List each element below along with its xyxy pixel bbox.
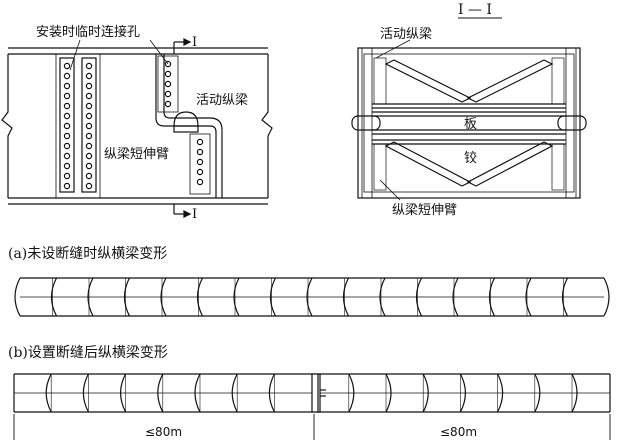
crossbeam-arc [82, 373, 89, 413]
bolt-hole [63, 112, 71, 120]
bolt-hole [85, 182, 93, 190]
crossbeam-arc [196, 277, 204, 317]
crossbeam-arc [385, 373, 392, 413]
crossbeam-arc [233, 277, 240, 317]
bolt-hole [85, 82, 93, 90]
bolt-hole [85, 152, 93, 160]
crossbeam-arc [160, 277, 167, 317]
bolt-hole [85, 62, 93, 70]
crossbeam-arc [459, 373, 466, 413]
short-arm-label-right: 纵梁短伸臂 [392, 203, 457, 218]
bolt-hole [85, 142, 93, 150]
temp-hole [164, 60, 172, 68]
crossbeam-arc [534, 373, 541, 413]
bolt-hole [85, 122, 93, 130]
bolt-hole [85, 172, 93, 180]
temp-hole [196, 148, 204, 156]
crossbeam-arc [45, 373, 52, 413]
bolt-hole [63, 142, 71, 150]
bolt-hole [63, 102, 71, 110]
temp-hole [196, 168, 204, 176]
crossbeam-arc [50, 277, 58, 317]
crossbeam-arc [157, 373, 164, 413]
hinge-label: 铰 [464, 151, 477, 166]
crossbeam-arc [488, 277, 496, 317]
temp-hole [164, 90, 172, 98]
crossbeam-arc [342, 277, 350, 317]
short-arm-label-left: 纵梁短伸臂 [104, 147, 169, 162]
beam-b [13, 373, 611, 413]
section-mark-bottom: I [192, 207, 197, 222]
section-mark-top: I [192, 35, 197, 50]
bolt-hole [63, 72, 71, 80]
crossbeam-arc [87, 277, 94, 317]
crossbeam-arc [497, 373, 504, 413]
bolt-holes [63, 62, 93, 190]
crossbeam-arc [525, 277, 532, 317]
dim-right: ≤80m [440, 425, 477, 439]
bolt-hole [63, 122, 71, 130]
crossbeam-arc [231, 373, 238, 413]
bolt-hole [63, 182, 71, 190]
bolt-hole [85, 102, 93, 110]
caption-a: (a)未设断缝时纵横梁变形 [8, 246, 167, 262]
crossbeam-arc [123, 277, 131, 317]
crossbeam-arc [422, 373, 429, 413]
bolt-hole [63, 62, 71, 70]
bolt-hole [63, 152, 71, 160]
crossbeam-arc [452, 277, 459, 317]
crossbeam-arc [268, 373, 275, 413]
bolt-hole [85, 132, 93, 140]
bolt-hole [63, 132, 71, 140]
crossbeam-arc [269, 277, 277, 317]
temp-hole [196, 178, 204, 186]
section-title: I — I [458, 2, 492, 18]
dimension-lines [13, 414, 611, 440]
bolt-hole [85, 92, 93, 100]
bolt-hole [63, 162, 71, 170]
crossbeam-arc [120, 373, 127, 413]
bolt-hole [63, 92, 71, 100]
movable-beam-label-right: 活动纵梁 [380, 27, 432, 42]
temp-hole-label: 安装时临时连接孔 [36, 24, 140, 40]
section-view [351, 17, 587, 201]
temp-hole [196, 138, 204, 146]
caption-b: (b)设置断缝后纵横梁变形 [8, 345, 168, 361]
crossbeam-arc [571, 373, 578, 413]
bolt-hole [85, 162, 93, 170]
bolt-hole [85, 112, 93, 120]
crossbeam-arc [561, 277, 569, 317]
plan-view [1, 38, 273, 218]
crossbeam-arc [306, 277, 313, 317]
temp-hole [196, 158, 204, 166]
temp-hole [164, 100, 172, 108]
bolt-hole [63, 172, 71, 180]
crossbeam-arc [379, 277, 386, 317]
crossbeam-arc [194, 373, 201, 413]
plate-label: 板 [464, 117, 477, 132]
crossbeam-arc [348, 373, 355, 413]
dim-left: ≤80m [145, 425, 182, 439]
temp-hole [164, 70, 172, 78]
crossbeam-arc [415, 277, 423, 317]
movable-beam-label-left: 活动纵梁 [196, 93, 248, 108]
bolt-hole [63, 82, 71, 90]
bolt-hole [85, 72, 93, 80]
beam-a [14, 277, 610, 317]
temp-hole [164, 80, 172, 88]
